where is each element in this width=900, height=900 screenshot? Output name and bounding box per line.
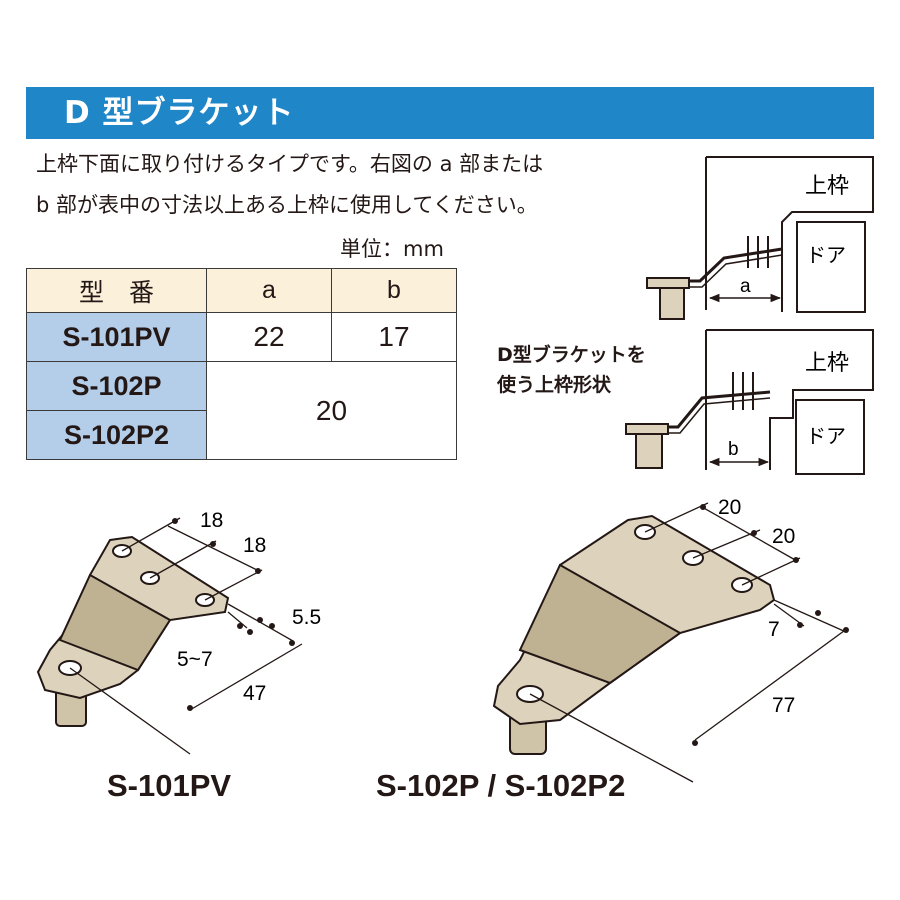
spec-table: 型 番 a b S-101PV 22 17 S-102P 20 S-102P2 [26,268,457,460]
bracket-left-name: S-101PV [107,768,232,803]
bracket-s102p-dim-dots [692,504,849,746]
value-b-cell: 17 [331,312,457,362]
table-row: S-102P 20 [26,361,457,460]
dim-47: 47 [243,682,266,705]
top-frame-label: 上枠 [805,173,849,198]
caption-line-2: 使う上枠形状 [497,374,612,396]
bottom-dim-label: b [728,439,739,460]
value-a-cell: 22 [206,312,332,362]
door-outline [795,399,865,475]
dim-18-second: 18 [243,534,266,557]
bottom-frame-label: 上枠 [805,350,849,375]
model-cell: S-102P2 [26,410,207,460]
dim-5-5: 5.5 [292,606,321,629]
description-line-2: b 部が表中の寸法以上ある上枠に使用してください。 [36,193,538,217]
install-diagram-bottom [625,329,874,475]
dim-20-second: 20 [772,525,795,548]
page-title: D 型ブラケット [64,95,295,131]
table-row: S-101PV 22 17 [26,312,457,362]
model-cell: S-102P [26,361,207,411]
bracket-s102p-dims [529,502,849,783]
unit-label: 単位：mm [340,237,444,261]
value-ab-cell: 20 [206,361,457,460]
caption-line-1: D型ブラケットを [497,344,646,366]
bracket-s101pv-dim-dots [172,518,295,711]
top-dim-label: a [740,276,751,297]
bottom-door-label: ドア [806,426,846,448]
diagram-caption: D型ブラケットを 使う上枠形状 [497,340,646,400]
bracket-s101pv [36,535,230,727]
description-line-1: 上枠下面に取り付けるタイプです。右図の a 部または [36,152,544,176]
header-b: b [331,268,457,313]
bracket-right-name: S-102P / S-102P2 [376,768,626,803]
table-header-row: 型 番 a b [26,268,457,313]
upper-frame-outline [706,329,874,470]
table-row: S-102P2 [26,410,457,460]
model-cell: S-101PV [26,312,207,362]
install-diagram-top [646,156,874,320]
title-bar: D 型ブラケット [26,87,874,139]
header-model: 型 番 [26,268,207,313]
door-outline [796,221,866,313]
header-a: a [206,268,332,313]
dim-20-first: 20 [718,496,741,519]
bracket-s102p [492,514,776,755]
dim-7: 7 [768,618,780,641]
dim-18-first: 18 [200,509,223,532]
dim-77: 77 [772,694,795,717]
upper-frame-outline [706,156,874,306]
dim-5-7: 5~7 [177,648,213,671]
top-door-label: ドア [806,245,846,267]
